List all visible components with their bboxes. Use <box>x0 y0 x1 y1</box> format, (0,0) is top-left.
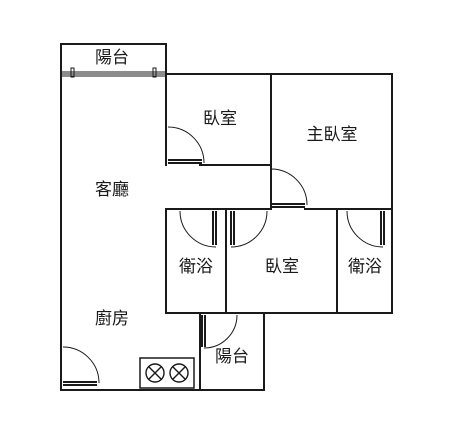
lower-block <box>165 208 338 391</box>
outer-walls <box>60 73 393 391</box>
master-bedroom <box>270 164 393 210</box>
bedroom-upper <box>165 73 272 166</box>
balcony-bottom-label: 陽台 <box>215 347 249 367</box>
bedroom-center-label: 臥室 <box>265 257 299 277</box>
bedroom-upper-label: 臥室 <box>203 109 237 129</box>
door-bedroom-upper <box>167 126 205 164</box>
door-kitchen <box>62 346 100 386</box>
master-bedroom-label: 主臥室 <box>307 125 358 145</box>
living-room-label: 客廳 <box>95 180 129 200</box>
balcony-top <box>60 43 167 78</box>
bath-left-label: 衛浴 <box>179 257 213 277</box>
door-master-bedroom <box>270 168 308 208</box>
door-bath-left <box>179 210 217 248</box>
door-balcony-bottom <box>201 314 238 349</box>
stove-icon <box>139 357 195 389</box>
kitchen-label: 廚房 <box>95 308 129 329</box>
bath-right-label: 衛浴 <box>348 257 382 277</box>
door-bedroom-center <box>230 210 268 248</box>
balcony-top-label: 陽台 <box>95 48 129 68</box>
door-bath-right <box>346 210 385 248</box>
